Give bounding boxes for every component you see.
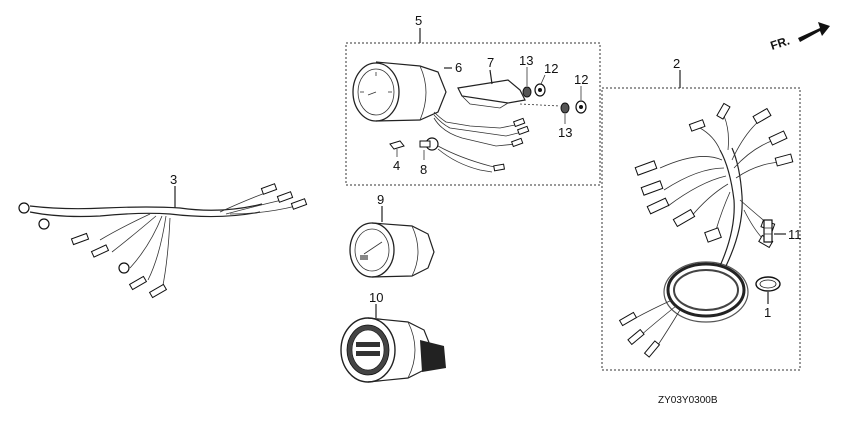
- callout-9: 9: [377, 192, 384, 207]
- callout-7: 7: [487, 55, 494, 70]
- bulb-socket: [419, 137, 506, 173]
- tachometer-gauge: [352, 61, 447, 122]
- harness-clip: [755, 276, 781, 292]
- leader-12a: [540, 74, 546, 85]
- callout-12-upper: 12: [544, 61, 558, 76]
- callout-4: 4: [393, 158, 400, 173]
- tachometer-group-box: [345, 42, 601, 186]
- drawing-code: ZY03Y0300B: [658, 395, 718, 406]
- nut-lower-13: [560, 102, 570, 114]
- extension-harness: [18, 183, 308, 299]
- callout-8: 8: [420, 162, 427, 177]
- nut-upper-13: [522, 86, 532, 98]
- callout-6: 6: [455, 60, 462, 75]
- front-direction-indicator: FR.: [769, 22, 830, 53]
- mounting-bracket: [457, 79, 526, 109]
- arrow-icon: [798, 22, 830, 42]
- direction-label: FR.: [769, 34, 792, 53]
- callout-13-lower: 13: [558, 125, 572, 140]
- grommet: [389, 140, 405, 150]
- hour-meter-gauge: [340, 317, 446, 383]
- bolt-axis: [519, 103, 561, 107]
- callout-13-upper: 13: [519, 53, 533, 68]
- leader-7: [489, 69, 493, 85]
- callout-5: 5: [415, 13, 422, 28]
- trim-meter-gauge: [349, 222, 435, 278]
- meter-wires: [433, 111, 530, 148]
- nut-upper-12: [534, 83, 546, 97]
- callout-2: 2: [673, 56, 680, 71]
- main-wire-harness: [618, 102, 794, 358]
- callout-3: 3: [170, 172, 177, 187]
- callout-1: 1: [764, 305, 771, 320]
- nut-lower-12: [575, 100, 587, 114]
- callout-12-lower: 12: [574, 72, 588, 87]
- callout-10: 10: [369, 290, 383, 305]
- fuse-holder: [763, 219, 773, 243]
- callout-11: 11: [788, 227, 802, 242]
